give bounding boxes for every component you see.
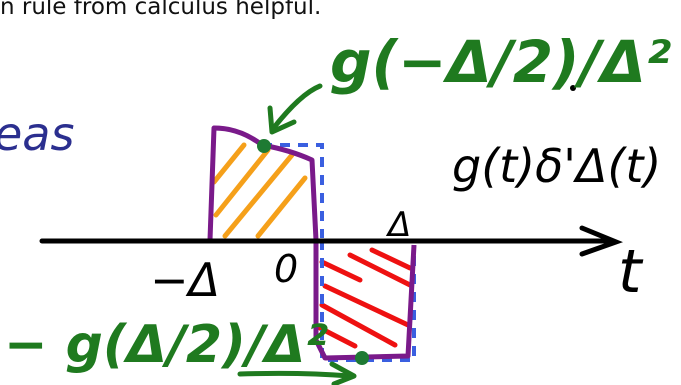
bottom-green-label: − g(Δ/2)/Δ² bbox=[4, 315, 328, 375]
t-axis bbox=[39, 225, 624, 257]
prime-dot bbox=[570, 85, 576, 91]
top-arrow bbox=[269, 83, 323, 133]
red-hatch bbox=[317, 247, 413, 349]
tick-delta: Δ bbox=[385, 205, 411, 245]
tick-zero: 0 bbox=[274, 247, 298, 291]
bottom-arrow-head bbox=[329, 361, 357, 385]
tick-minus-delta: −Δ bbox=[150, 253, 220, 307]
orange-hatch bbox=[211, 142, 308, 239]
top-arrow-head bbox=[267, 105, 297, 135]
top-green-label: g(−Δ/2)/Δ² bbox=[330, 28, 671, 96]
printed-text-line: n rule from calculus helpful. bbox=[0, 0, 322, 20]
right-label: g(t)δ'Δ(t) bbox=[452, 139, 661, 193]
top-sample-dot bbox=[257, 139, 271, 153]
bottom-arrow bbox=[237, 370, 353, 379]
bottom-sample-dot bbox=[355, 351, 369, 365]
partial-word: eas bbox=[0, 107, 74, 161]
axis-variable-t: t bbox=[618, 237, 644, 307]
